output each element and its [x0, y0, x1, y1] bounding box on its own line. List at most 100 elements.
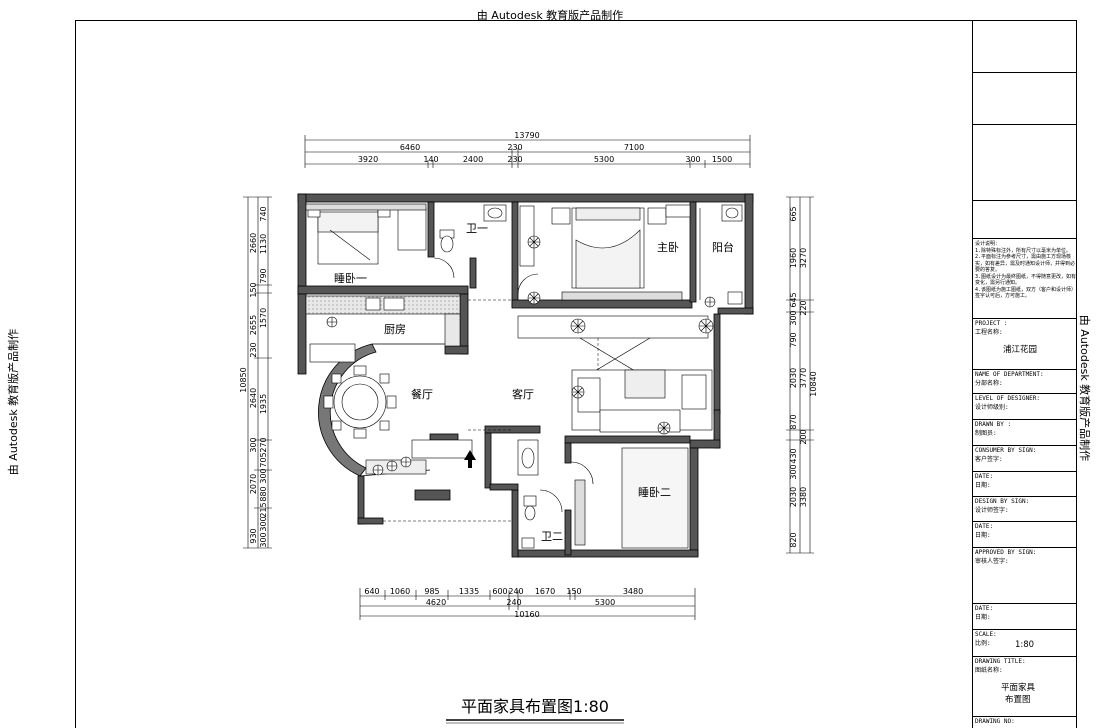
tb-scale-cn: 比例:: [975, 640, 991, 647]
walls: [297, 193, 754, 558]
drawing-title: 平面家具布置图1:80: [461, 697, 609, 716]
kitchen-counters: [305, 295, 461, 363]
dim-left-r2-6: 2070: [249, 474, 258, 494]
tb-date1-label: DATE:: [975, 473, 994, 480]
dim-bot-total: 10160: [514, 610, 539, 619]
tb-dept: NAME OF DEPARTMENT: 分部名称:: [973, 369, 1077, 393]
dim-bot-r1-8: 3480: [623, 587, 643, 596]
dim-top-r3-3: 230: [507, 155, 522, 164]
dim-right-r3-7: 430: [789, 448, 798, 463]
dim-top-r3-6: 1500: [712, 155, 732, 164]
title-block-blank-2: [973, 124, 1077, 200]
dining-furniture: [323, 365, 473, 475]
room-label-bedroom1: 睡卧一: [334, 272, 367, 285]
dim-right-r3-2: 645: [789, 292, 798, 307]
tb-scale-value: 1:80: [1015, 640, 1035, 650]
tb-scale: SCALE: 比例: 1:80: [973, 629, 1077, 656]
dim-top-r3-5: 300: [685, 155, 700, 164]
dim-top-r2-2: 7100: [624, 143, 644, 152]
room-label-bath2: 卫二: [541, 530, 563, 543]
dim-left-r2-1: 150: [249, 282, 258, 297]
dim-right-r3-4: 790: [789, 332, 798, 347]
dim-left-r3-3: 1570: [259, 308, 268, 328]
dim-bot-r1-5: 240: [508, 587, 523, 596]
tb-drawn-label: DRAWN BY :: [975, 421, 1012, 428]
dim-left-r2-3: 230: [249, 342, 258, 357]
design-notes: 设计说明： 1.除特殊标注外，所有尺寸以毫米为单位。 2.平面标注为参考尺寸，需…: [973, 238, 1077, 318]
tb-consumer-cn: 客户签字:: [975, 456, 1003, 463]
dim-right-r3-8: 300: [789, 464, 798, 479]
dim-right-r3-5: 2030: [789, 368, 798, 388]
dim-right-r3-3: 300: [789, 310, 798, 325]
dim-right-r3-9: 2030: [789, 487, 798, 507]
tb-date1: DATE: 日期:: [973, 471, 1077, 496]
title-block-blank-3: [973, 200, 1077, 238]
bath1-fixtures: [433, 204, 507, 279]
dim-bot-r1-6: 1670: [535, 587, 555, 596]
title-block-blank-1: [973, 72, 1077, 98]
dim-left-r2-2: 2655: [249, 315, 258, 335]
dimension-texts-right: 10840 3270 220 3770 200 3380 665 1960 64…: [789, 206, 818, 547]
dim-left-r3-9: 215: [259, 502, 268, 517]
tb-design: DESIGN BY SIGN: 设计师签字:: [973, 496, 1077, 521]
dim-bot-r2-0: 4620: [426, 598, 446, 607]
dim-left-r3-11: 300: [259, 532, 268, 547]
title-block-divider: [972, 20, 973, 728]
tb-design-cn: 设计师签字:: [975, 507, 1009, 514]
room-label-balcony: 阳台: [712, 240, 734, 254]
bedroom1-furniture: [305, 203, 427, 265]
room-label-bedroom2: 睡卧二: [638, 486, 671, 499]
dim-right-r2-4: 3380: [799, 487, 808, 507]
dim-left-r3-6: 705: [259, 452, 268, 467]
master-furniture: [517, 204, 691, 301]
dim-top-r3-4: 5300: [594, 155, 614, 164]
dim-left-r3-5: 270: [259, 437, 268, 452]
dim-left-total: 10850: [239, 367, 248, 392]
dim-left-r3-1: 1130: [259, 234, 268, 254]
dim-right-r3-0: 665: [789, 206, 798, 221]
balcony-fixtures: [699, 204, 743, 305]
tb-consumer-label: CONSUMER BY SIGN:: [975, 447, 1037, 454]
dim-bot-r1-3: 1335: [459, 587, 479, 596]
tb-date2-cn: 日期:: [975, 532, 991, 539]
dim-bot-r1-7: 150: [566, 587, 581, 596]
opening-lines: [383, 299, 599, 522]
watermark-top: 由 Autodesk 教育版产品制作: [476, 9, 624, 22]
dim-right-r2-0: 3270: [799, 248, 808, 268]
tb-dno-label: DRAWING NO:: [975, 718, 1015, 725]
drawing-frame: [75, 20, 1076, 728]
tb-drawn: DRAWN BY : 制图员:: [973, 419, 1077, 445]
tb-dno: DRAWING NO:: [973, 716, 1077, 728]
dim-bot-r1-0: 640: [364, 587, 379, 596]
dim-right-r3-6: 870: [789, 414, 798, 429]
tb-dtitle-label: DRAWING TITLE:: [975, 658, 1026, 665]
room-label-kitchen: 厨房: [384, 323, 406, 336]
tb-level: LEVEL OF DESIGNER: 设计师级别:: [973, 393, 1077, 419]
dim-right-total: 10840: [809, 371, 818, 396]
tb-dtitle-cn: 图纸名称:: [975, 667, 1003, 674]
tb-approved-cn: 审核人签字:: [975, 558, 1009, 565]
dim-left-r3-8: 880: [259, 486, 268, 501]
tb-drawn-cn: 制图员:: [975, 430, 997, 437]
dim-right-r2-3: 200: [799, 429, 808, 444]
tb-approved-label: APPROVED BY SIGN:: [975, 549, 1037, 556]
room-labels: 睡卧一 卫一 主卧 阳台 厨房 餐厅 客厅 睡卧二 卫二: [334, 222, 734, 543]
tb-dtitle-value-2: 布置图: [1005, 695, 1031, 705]
tb-date2: DATE: 日期:: [973, 521, 1077, 547]
tb-project: PROJECT : 工程名称: 浦江花园: [973, 318, 1077, 369]
dim-bot-r1-2: 985: [424, 587, 439, 596]
dim-top-r3-1: 140: [423, 155, 438, 164]
dim-top-r3-0: 3920: [358, 155, 378, 164]
tb-level-cn: 设计师级别:: [975, 404, 1009, 411]
tb-design-label: DESIGN BY SIGN:: [975, 498, 1030, 505]
dim-top-r2-1: 230: [507, 143, 522, 152]
dim-left-r3-7: 300: [259, 468, 268, 483]
dim-left-r2-5: 300: [249, 437, 258, 452]
dim-right-r2-2: 3770: [799, 368, 808, 388]
dim-left-r2-4: 2640: [249, 388, 258, 408]
tb-consumer: CONSUMER BY SIGN: 客户签字:: [973, 445, 1077, 471]
room-label-dining: 餐厅: [411, 387, 433, 401]
tb-project-value: 浦江花园: [1003, 345, 1038, 355]
dimension-texts-left: 10850 2660 150 2655 230 2640 300 2070 93…: [239, 206, 268, 547]
tb-dept-cn: 分部名称:: [975, 380, 1003, 387]
